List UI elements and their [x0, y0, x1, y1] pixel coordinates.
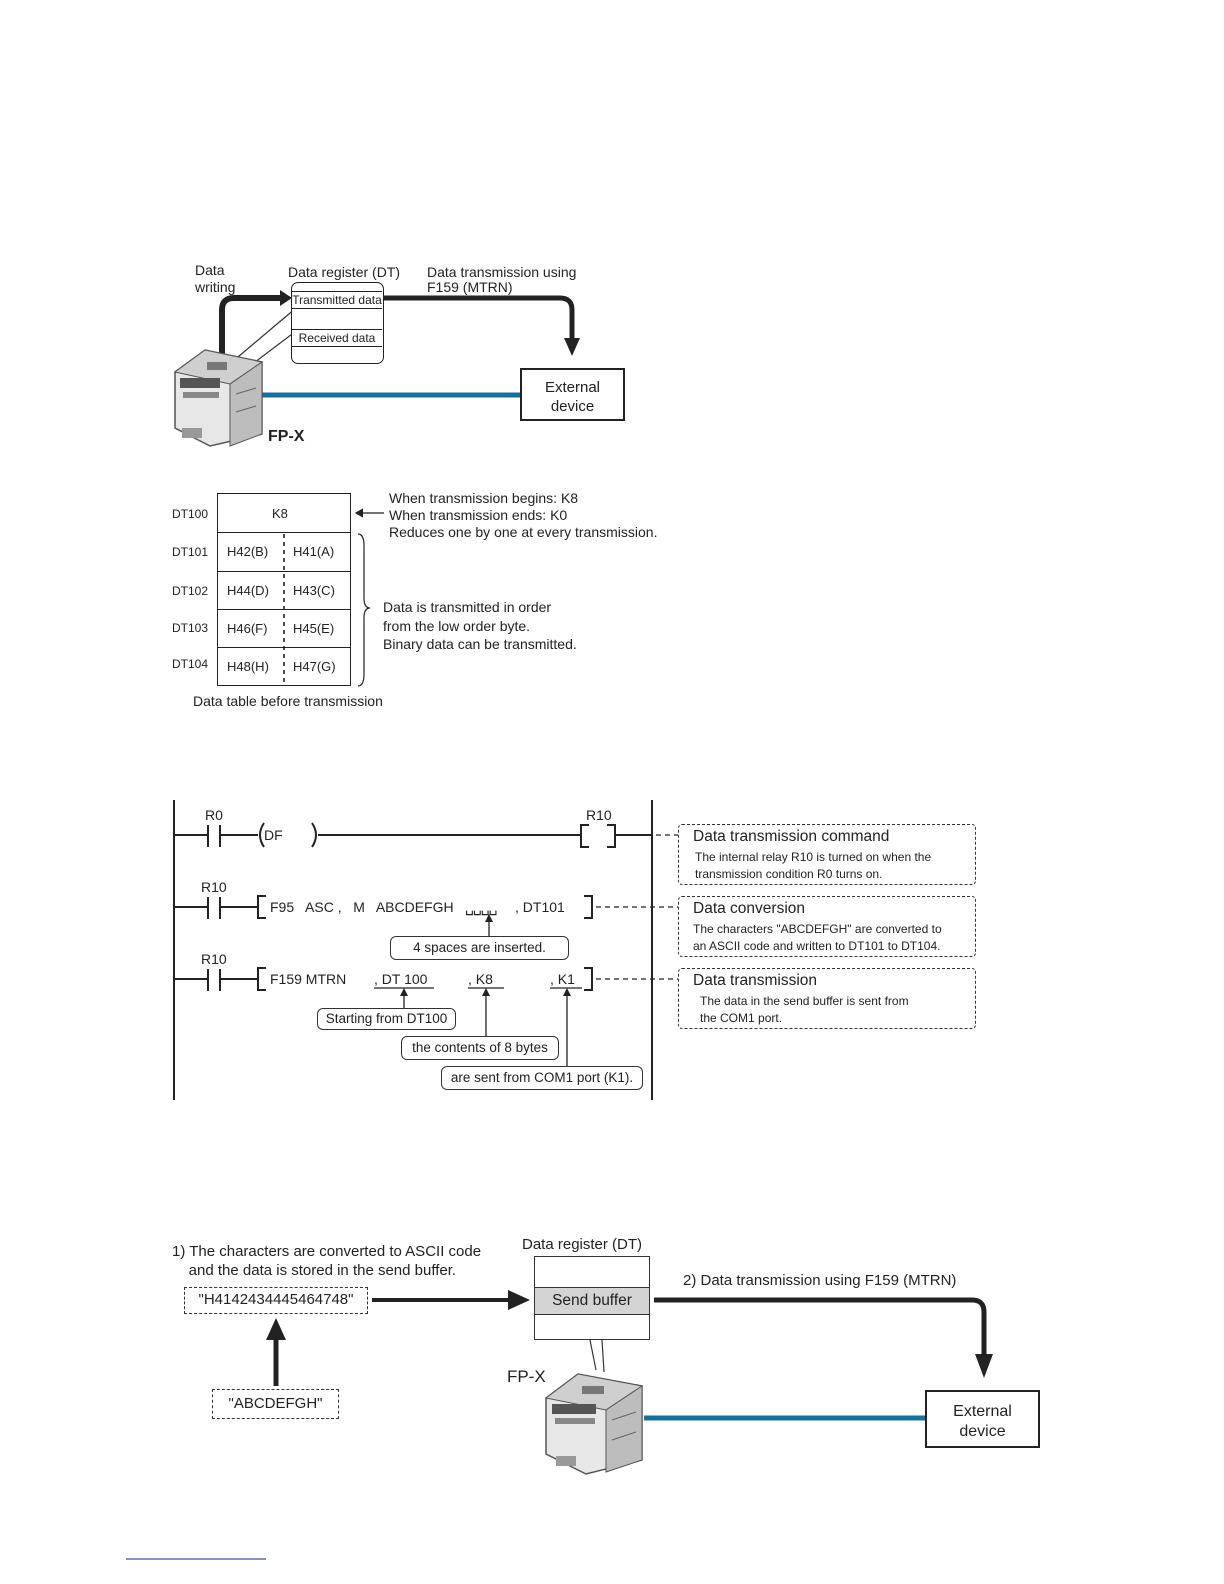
fpx-label-2: FP-X: [507, 1367, 546, 1386]
data-table: [217, 493, 351, 686]
table-lines: [283, 508, 384, 687]
cell-dt102-low: H43(C): [293, 583, 335, 598]
cell-dt104-low: H47(G): [293, 659, 336, 674]
diagram2-lines: [266, 1290, 993, 1475]
cell-dt104-high: H48(H): [227, 659, 269, 674]
comment-1-title: Data transmission command: [693, 828, 890, 845]
table-divider-1: [217, 532, 351, 533]
spaces-note: 4 spaces are inserted.: [390, 936, 569, 960]
external-device-1: External device: [520, 368, 625, 421]
df-instruction: DF: [264, 827, 283, 843]
cell-dt100: K8: [272, 506, 288, 521]
cell-dt102-high: H44(D): [227, 583, 269, 598]
dt-title-1: Data register (DT): [288, 264, 401, 280]
table-note-top: When transmission begins: K8 When transm…: [389, 490, 658, 540]
comment-2-title: Data conversion: [693, 900, 806, 917]
comment-3-body: The data in the send buffer is sent from…: [700, 994, 909, 1025]
external-device-2: External device: [925, 1390, 1040, 1448]
reg-dt104: DT104: [172, 657, 209, 671]
comment-box-3: Data transmission The data in the send b…: [678, 968, 976, 1029]
dt-title-2: Data register (DT): [522, 1236, 643, 1253]
abc-string-box: "ABCDEFGH": [212, 1389, 339, 1419]
data-register-box-2: Send buffer: [534, 1256, 650, 1340]
comment-1-body: The internal relay R10 is turned on when…: [695, 850, 932, 881]
fpx-label-1: FP-X: [268, 428, 305, 445]
coil-r10-label: R10: [586, 807, 612, 823]
table-divider-3: [217, 609, 351, 610]
f159-operand-k8: , K8: [468, 971, 493, 987]
ladder-lines: [173, 800, 678, 1100]
comment-box-1: Data transmission command The internal r…: [678, 824, 976, 885]
f159-operand-dt: , DT 100: [374, 971, 428, 987]
fpx-unit-2-graphic: [544, 1373, 644, 1475]
diagram1-lines: [173, 290, 580, 447]
table-divider-2: [217, 571, 351, 572]
reg-dt100: DT100: [172, 507, 209, 521]
f95-instruction: F95 ASC , M ABCDEFGH: [270, 899, 454, 915]
hex-string-box: "H4142434445464748": [184, 1287, 368, 1314]
f95-destination: , DT101: [515, 899, 565, 915]
step1-text: 1) The characters are converted to ASCII…: [172, 1243, 482, 1279]
transmitted-data-cell: Transmitted data: [292, 291, 382, 309]
reg-dt101: DT101: [172, 545, 209, 559]
cell-dt101-low: H41(A): [293, 544, 335, 559]
mtrn-label: Data transmission using F159 (MTRN): [427, 264, 577, 295]
f159-instruction: F159 MTRN: [270, 971, 347, 987]
contact-r0-label: R0: [205, 807, 223, 823]
f159-operand-k1: , K1: [550, 971, 575, 987]
reg-dt102: DT102: [172, 584, 209, 598]
send-buffer-cell: Send buffer: [535, 1287, 649, 1315]
table-divider-4: [217, 647, 351, 648]
note-starting: Starting from DT100: [317, 1008, 456, 1030]
cell-dt103-high: H46(F): [227, 621, 268, 636]
data-register-box-1: Transmitted data Received data: [291, 282, 384, 364]
step2-text: 2) Data transmission using F159 (MTRN): [683, 1272, 957, 1289]
fpx-unit-1-graphic: [173, 349, 264, 447]
contact-r10-label-a: R10: [201, 879, 227, 895]
note-bytes: the contents of 8 bytes: [401, 1036, 559, 1060]
comment-3-title: Data transmission: [693, 972, 818, 989]
comment-2-body: The characters "ABCDEFGH" are converted …: [693, 922, 942, 953]
f95-spaces: ␣␣␣␣: [465, 899, 498, 915]
data-writing-label: Data writing: [195, 262, 236, 295]
table-note-side: Data is transmitted in order from the lo…: [383, 599, 577, 652]
contact-r10-label-b: R10: [201, 951, 227, 967]
comment-box-2: Data conversion The characters "ABCDEFGH…: [678, 896, 976, 957]
reg-dt103: DT103: [172, 621, 209, 635]
note-com: are sent from COM1 port (K1).: [441, 1066, 643, 1090]
cell-dt103-low: H45(E): [293, 621, 335, 636]
table-caption: Data table before transmission: [193, 693, 383, 709]
cell-dt101-high: H42(B): [227, 544, 269, 559]
received-data-cell: Received data: [292, 329, 382, 347]
